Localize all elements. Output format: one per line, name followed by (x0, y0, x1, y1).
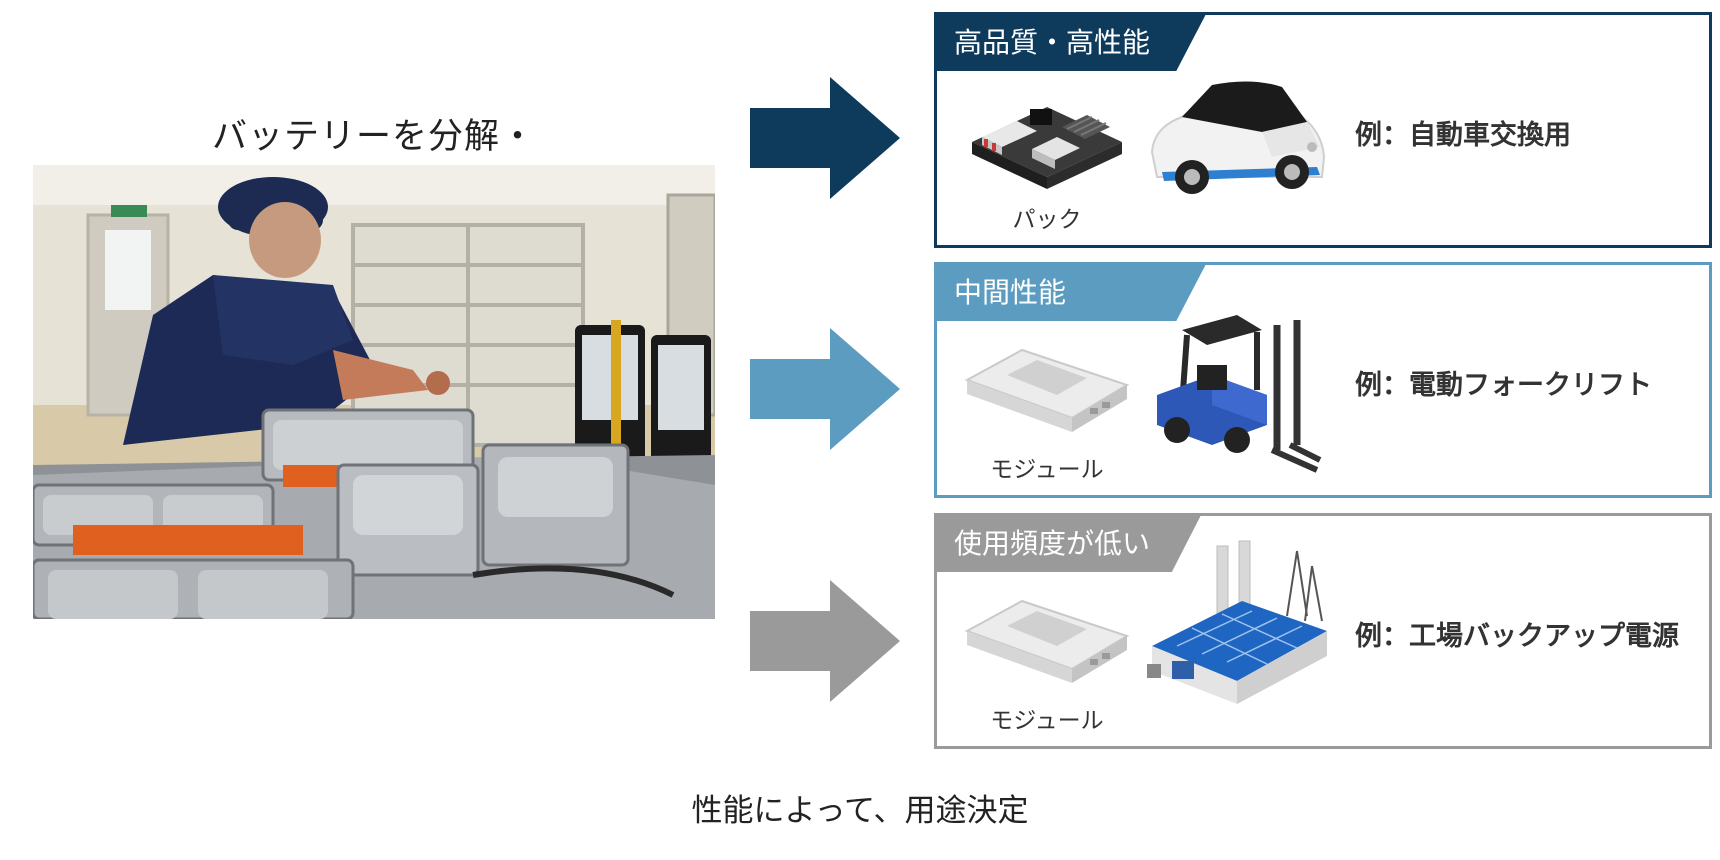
tier-label: 使用頻度が低い (936, 515, 1201, 572)
arrow-right-icon (750, 77, 900, 199)
tier-low-frequency: 使用頻度が低い モジュール 例：工場バックアップ電源 (934, 513, 1712, 749)
battery-module-icon (964, 348, 1130, 432)
tier-high-performance: 高品質・高性能 パック 例：自動車交換用 (934, 12, 1712, 248)
tier-label: 高品質・高性能 (936, 14, 1206, 71)
tier-medium-performance: 中間性能 モジュール 例：電動フォークリフト (934, 262, 1712, 498)
unit-label: モジュール (990, 457, 1104, 483)
forklift-icon (1157, 315, 1322, 473)
battery-disassembly-photo (33, 165, 715, 619)
factory-icon (1147, 540, 1327, 704)
arrow-right-icon (750, 328, 900, 450)
arrow-right-icon (750, 580, 900, 702)
example-use: 例：電動フォークリフト (1355, 370, 1652, 401)
unit-label: モジュール (990, 708, 1104, 734)
tier-label: 中間性能 (936, 264, 1206, 321)
unit-label: パック (1012, 207, 1082, 233)
electric-car-icon (1150, 81, 1326, 194)
battery-pack-icon (972, 107, 1122, 189)
caption: 性能によって、用途決定 (691, 793, 1029, 829)
example-use: 例：自動車交換用 (1355, 120, 1571, 151)
battery-module-icon (964, 599, 1130, 683)
example-use: 例：工場バックアップ電源 (1355, 621, 1679, 652)
